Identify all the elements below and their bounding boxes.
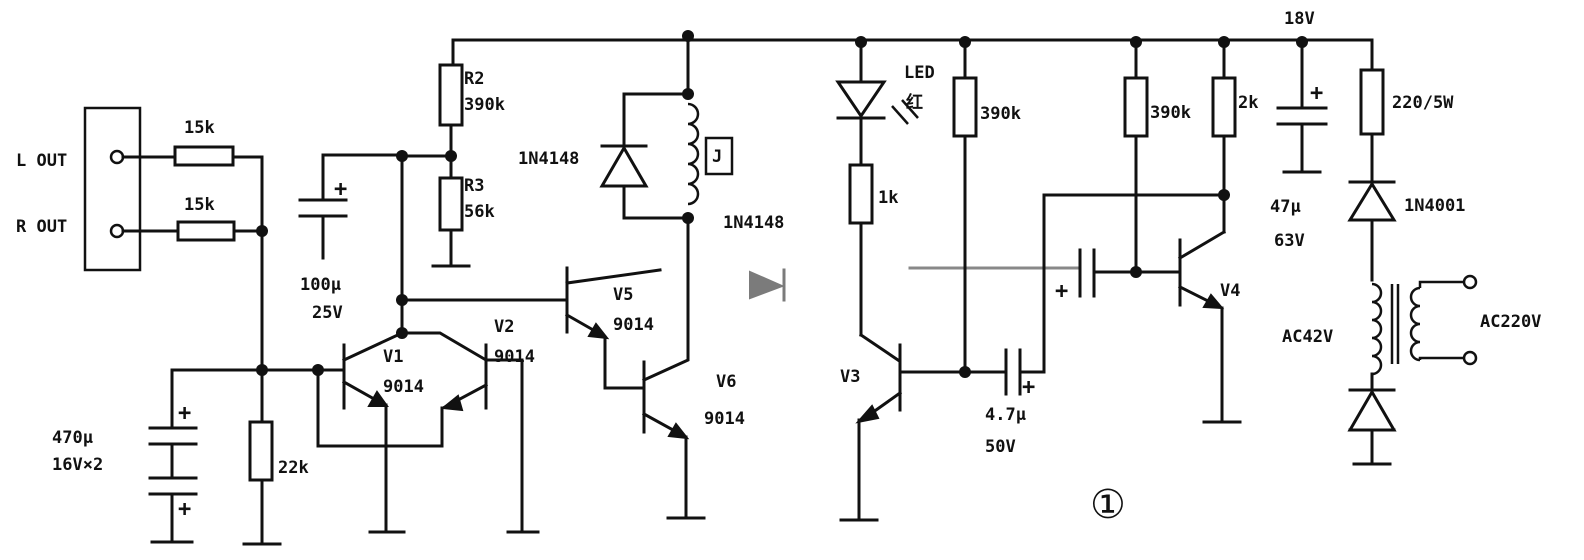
transistor-v3 xyxy=(839,343,967,522)
capacitor-470u-rating-label: 16V×2 xyxy=(52,455,103,475)
resistor-22k xyxy=(242,364,282,546)
resistor-1k-label: 1k xyxy=(878,188,898,208)
transformer-secondary-label: AC42V xyxy=(1282,327,1333,347)
l-out-label: L OUT xyxy=(16,151,67,171)
resistor-15k-left xyxy=(173,145,235,167)
resistor-390k-v4 xyxy=(1123,76,1149,138)
led-color-label: 红 xyxy=(906,92,923,113)
bias-network: + xyxy=(298,63,567,339)
transistor-v6-name-label: V6 xyxy=(716,372,736,392)
resistor-220-5w xyxy=(1359,68,1385,136)
resistor-2k xyxy=(1211,40,1237,234)
resistor-r3-value-label: 56k xyxy=(464,202,495,222)
transistor-v3-name-label: V3 xyxy=(840,367,860,387)
resistor-r3-name-label: R3 xyxy=(464,176,484,196)
input-resistors xyxy=(121,145,268,372)
transistor-v6 xyxy=(641,238,706,520)
figure-number: ① xyxy=(1090,482,1126,528)
resistor-r2-name-label: R2 xyxy=(464,69,484,89)
led-red xyxy=(835,40,919,167)
resistor-220-5w-label: 220/5W xyxy=(1392,93,1454,113)
diode-1n4148-mid xyxy=(749,268,786,302)
output-connector xyxy=(83,106,142,272)
relay-j-label: J xyxy=(712,147,722,167)
transistor-v5 xyxy=(564,266,662,390)
capacitor-100u-value-label: 100μ xyxy=(300,275,341,295)
resistor-390k-v3-label: 390k xyxy=(980,104,1021,124)
capacitor-470u-pair: + + xyxy=(148,368,264,544)
capacitor-470u-value-label: 470μ xyxy=(52,428,93,448)
transistor-v1-type-label: 9014 xyxy=(383,377,424,397)
transistor-v2-name-label: V2 xyxy=(494,317,514,337)
supply-voltage-label: 18V xyxy=(1284,9,1315,29)
transistor-v4-name-label: V4 xyxy=(1220,281,1240,301)
power-chain xyxy=(1347,68,1478,466)
svg-text:+: + xyxy=(1022,375,1035,400)
transformer-primary-label: AC220V xyxy=(1480,312,1541,332)
diode-1n4001-label: 1N4001 xyxy=(1404,196,1465,216)
led-label: LED xyxy=(904,63,935,83)
resistor-2k-label: 2k xyxy=(1238,93,1258,113)
transistor-v1-name-label: V1 xyxy=(383,347,403,367)
resistor-22k-label: 22k xyxy=(278,458,309,478)
svg-text:+: + xyxy=(178,497,191,522)
diode-1n4148-relay xyxy=(599,92,690,220)
capacitor-4-7u: + xyxy=(963,193,1226,400)
capacitor-47u-filter: + xyxy=(1276,40,1328,174)
v4-base-network: + xyxy=(908,40,1180,304)
capacitor-100u-rating-label: 25V xyxy=(312,303,343,323)
capacitor-47u-rating-label: 63V xyxy=(1274,231,1305,251)
transistor-v5-name-label: V5 xyxy=(613,285,633,305)
transistor-v2 xyxy=(316,331,540,534)
svg-text:+: + xyxy=(1055,279,1068,304)
capacitor-4-7u-rating-label: 50V xyxy=(985,437,1016,457)
resistor-r2 xyxy=(438,63,464,127)
svg-text:+: + xyxy=(1310,81,1323,106)
transistor-v6-type-label: 9014 xyxy=(704,409,745,429)
diode-1n4148-relay-label: 1N4148 xyxy=(518,149,579,169)
capacitor-4-7u-value-label: 4.7μ xyxy=(985,405,1026,425)
resistor-15k-right-label: 15k xyxy=(184,195,215,215)
svg-text:+: + xyxy=(334,177,347,202)
resistor-15k-left-label: 15k xyxy=(184,118,215,138)
capacitor-47u-value-label: 47μ xyxy=(1270,197,1301,217)
resistor-390k-v4-label: 390k xyxy=(1150,103,1191,123)
transistor-v5-type-label: 9014 xyxy=(613,315,654,335)
svg-text:+: + xyxy=(178,401,191,426)
r-out-label: R OUT xyxy=(16,217,67,237)
resistor-15k-right xyxy=(176,220,236,242)
transistor-v2-type-label: 9014 xyxy=(494,347,535,367)
resistor-390k-v3 xyxy=(952,40,978,378)
resistor-r3 xyxy=(438,176,464,232)
resistor-r2-value-label: 390k xyxy=(464,95,505,115)
diode-1n4148-mid-label: 1N4148 xyxy=(723,213,784,233)
resistor-1k xyxy=(848,163,901,363)
transistor-v4 xyxy=(1177,229,1242,424)
